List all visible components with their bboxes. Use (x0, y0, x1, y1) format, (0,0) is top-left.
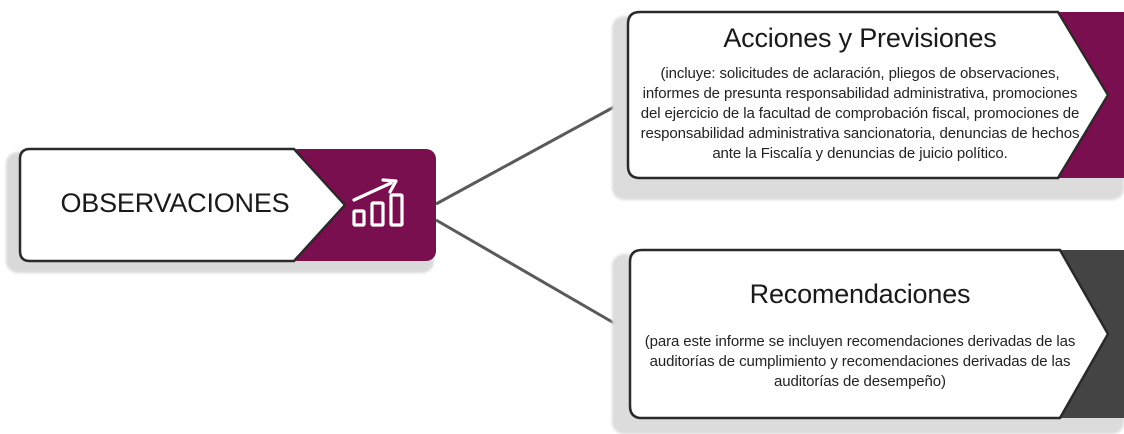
card-recomendaciones-description: (para este informe se incluyen recomenda… (644, 333, 1076, 390)
connector-top (435, 105, 615, 206)
card-acciones-description: (incluye: solicitudes de aclaración, pli… (640, 65, 1080, 162)
main-node-card (18, 147, 347, 263)
connector-bottom (435, 218, 615, 325)
card-recomendaciones (612, 248, 1124, 434)
growth-chart-icon (352, 178, 404, 227)
card-acciones-title: Acciones y Previsiones (723, 23, 997, 53)
card-recomendaciones-title: Recomendaciones (749, 279, 971, 309)
main-node-accent (288, 149, 436, 261)
main-node (6, 147, 436, 273)
main-node-label: OBSERVACIONES (60, 188, 290, 218)
card-recomendaciones-body (628, 248, 1110, 420)
card-acciones (612, 10, 1124, 200)
card-acciones-body (626, 10, 1110, 180)
